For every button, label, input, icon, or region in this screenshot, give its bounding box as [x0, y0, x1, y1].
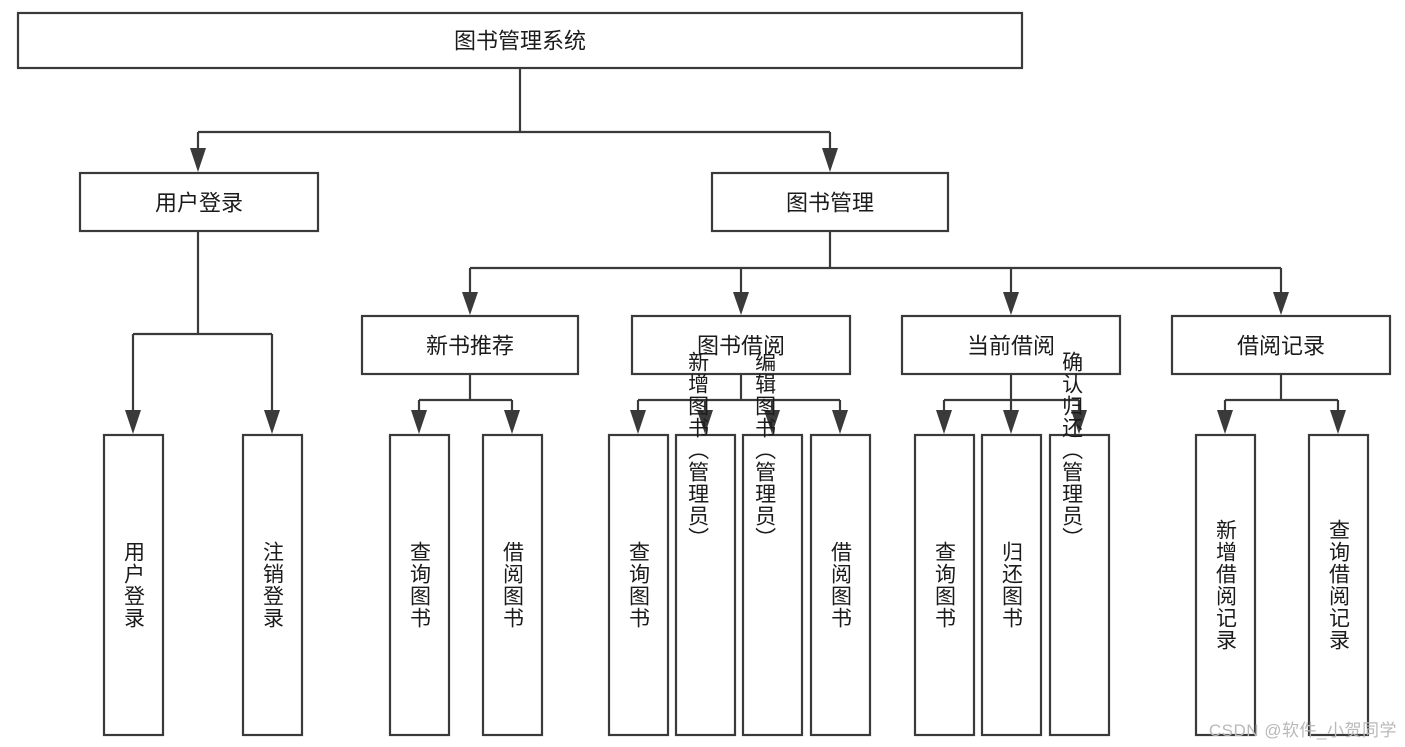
leaf-edit-book-admin-box — [741, 433, 804, 737]
node-user-login[interactable]: 用户登录 — [78, 171, 320, 233]
arrowhead-borrow-leaf1 — [630, 410, 646, 434]
node-book-borrow[interactable]: 图书借阅 — [630, 314, 852, 376]
arrowhead-to-borrow — [733, 292, 749, 315]
arrowhead-borrow-leaf4 — [832, 410, 848, 434]
leaf-return-book-label: 归还图书 — [1000, 541, 1024, 629]
leaf-borrow-book-recommend-box — [481, 433, 544, 737]
leaf-logout-box — [241, 433, 304, 737]
leaf-query-book-borrow-box — [607, 433, 670, 737]
arrowhead-current-leaf1 — [936, 410, 952, 434]
leaf-user-login-box — [102, 433, 165, 737]
arrowhead-root-to-book-mgmt — [822, 148, 838, 172]
node-user-login-label: 用户登录 — [155, 191, 243, 216]
node-new-book-recommend-label: 新书推荐 — [426, 334, 514, 359]
leaf-query-borrow-record-box — [1307, 433, 1370, 737]
arrowhead-user-login-leaf1 — [125, 410, 141, 434]
node-book-borrow-box — [630, 314, 852, 376]
arrowhead-borrow-leaf2 — [697, 410, 713, 434]
node-user-login-box — [78, 171, 320, 233]
leaf-query-book-recommend-box — [388, 433, 451, 737]
leaf-borrow-book-borrow-box — [809, 433, 872, 737]
leaf-query-book-borrow-label: 查询图书 — [627, 541, 651, 629]
leaf-borrow-book-borrow[interactable]: 借阅图书 — [809, 433, 872, 737]
node-root-system[interactable]: 图书管理系统 — [16, 11, 1024, 70]
node-new-book-recommend[interactable]: 新书推荐 — [360, 314, 580, 376]
leaf-query-book-recommend[interactable]: 查询图书 — [388, 433, 451, 737]
arrowhead-new-book-leaf1 — [411, 410, 427, 434]
leaf-edit-book-admin-label: 编辑图书（管理员） — [753, 351, 777, 549]
leaf-query-book-current-box — [913, 433, 976, 737]
leaf-borrow-book-recommend-label: 借阅图书 — [501, 541, 525, 629]
leaf-return-book[interactable]: 归还图书 — [980, 433, 1043, 737]
leaf-return-book-box — [980, 433, 1043, 737]
arrowhead-new-book-leaf2 — [504, 410, 520, 434]
leaf-logout-label: 注销登录 — [261, 541, 285, 629]
leaf-add-borrow-record[interactable]: 新增借阅记录 — [1194, 433, 1257, 737]
leaf-query-borrow-record-label: 查询借阅记录 — [1327, 519, 1351, 651]
leaf-borrow-book-recommend[interactable]: 借阅图书 — [481, 433, 544, 737]
leaf-add-borrow-record-label: 新增借阅记录 — [1214, 519, 1238, 651]
node-root-system-box — [16, 11, 1024, 70]
leaf-add-book-admin[interactable]: 新增图书（管理员） — [674, 351, 737, 737]
leaf-query-book-current[interactable]: 查询图书 — [913, 433, 976, 737]
leaf-edit-book-admin[interactable]: 编辑图书（管理员） — [741, 351, 804, 737]
arrowhead-current-leaf3 — [1071, 410, 1087, 434]
node-current-borrow[interactable]: 当前借阅 — [900, 314, 1122, 376]
arrowhead-borrow-leaf3 — [764, 410, 780, 434]
node-borrow-records-label: 借阅记录 — [1237, 334, 1325, 359]
arrowhead-to-records — [1273, 292, 1289, 315]
arrowhead-to-new-book — [462, 292, 478, 315]
leaf-confirm-return-admin-box — [1048, 433, 1111, 737]
node-root-system-label: 图书管理系统 — [454, 29, 586, 54]
node-borrow-records[interactable]: 借阅记录 — [1170, 314, 1392, 376]
connector-layer — [125, 68, 1346, 434]
node-book-management-box — [710, 171, 950, 233]
leaf-user-login-label: 用户登录 — [122, 541, 146, 629]
leaf-add-book-admin-box — [674, 433, 737, 737]
node-current-borrow-box — [900, 314, 1122, 376]
leaf-query-book-recommend-label: 查询图书 — [408, 541, 432, 629]
leaf-query-book-borrow[interactable]: 查询图书 — [607, 433, 670, 737]
leaf-query-book-current-label: 查询图书 — [933, 541, 957, 629]
leaf-add-borrow-record-box — [1194, 433, 1257, 737]
node-new-book-recommend-box — [360, 314, 580, 376]
node-book-management-label: 图书管理 — [786, 191, 874, 216]
arrowhead-user-login-leaf2 — [264, 410, 280, 434]
leaf-borrow-book-borrow-label: 借阅图书 — [829, 541, 853, 629]
arrowhead-to-current — [1003, 292, 1019, 315]
leaf-confirm-return-admin-label: 确认归还（管理员） — [1060, 351, 1084, 549]
node-book-management[interactable]: 图书管理 — [710, 171, 950, 233]
node-borrow-records-box — [1170, 314, 1392, 376]
arrowhead-root-to-user-login — [190, 148, 206, 172]
leaf-user-login[interactable]: 用户登录 — [102, 433, 165, 737]
arrowhead-current-leaf2 — [1003, 410, 1019, 434]
leaf-confirm-return-admin[interactable]: 确认归还（管理员） — [1048, 351, 1111, 737]
node-current-borrow-label: 当前借阅 — [967, 334, 1055, 359]
leaf-add-book-admin-label: 新增图书（管理员） — [686, 351, 710, 549]
node-book-borrow-label: 图书借阅 — [697, 334, 785, 359]
leaf-query-borrow-record[interactable]: 查询借阅记录 — [1307, 433, 1370, 737]
arrowhead-records-leaf1 — [1217, 410, 1233, 434]
arrowhead-records-leaf2 — [1330, 410, 1346, 434]
leaf-logout[interactable]: 注销登录 — [241, 433, 304, 737]
